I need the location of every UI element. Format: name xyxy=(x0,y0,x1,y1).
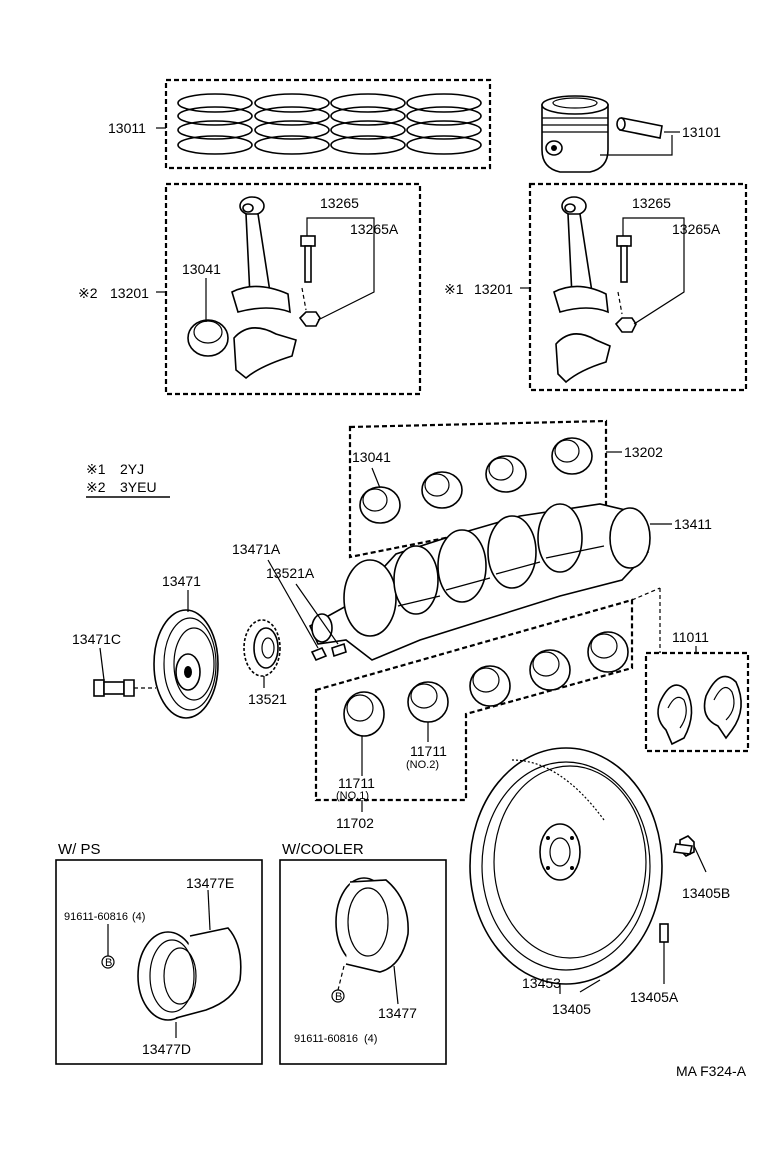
connecting-rod-right: 13265 13265A ※1 13201 xyxy=(444,182,748,392)
label-13041-left: 13041 xyxy=(182,261,221,277)
flywheel: 13405B 13453 13405 13405A xyxy=(469,747,730,1017)
bolt-ps-number: 91611-60816 xyxy=(64,911,128,923)
label-13201-right: 13201 xyxy=(474,281,513,297)
connecting-rod-left: 13265 13265A 13041 ※2 13201 xyxy=(78,182,422,396)
b-mark-ps: B xyxy=(105,957,112,969)
label-11711-no2: 11711 xyxy=(410,743,447,759)
label-11702: 11702 xyxy=(336,815,374,831)
label-13041-bearing: 13041 xyxy=(352,449,391,465)
crankshaft: 13411 xyxy=(308,503,712,661)
crankshaft-pulley: 13471 xyxy=(153,573,219,719)
main-bearing-set-lower: 11711 (NO.2) 11711 (NO.1) 11702 xyxy=(314,598,634,831)
label-no2: (NO.2) xyxy=(406,759,439,771)
label-13405B: 13405B xyxy=(682,885,730,901)
power-steering-inset: W/ PS B 13477E 91611-60816 (4) 13477D xyxy=(55,841,263,1065)
legend-engine-1: 2YJ xyxy=(120,461,144,477)
inset-title-cooler: W/COOLER xyxy=(282,841,364,858)
label-13453: 13453 xyxy=(522,975,561,991)
label-11711-no1: 11711 xyxy=(338,775,375,791)
inset-title-ps: W/ PS xyxy=(58,841,101,858)
engine-legend: ※1 2YJ ※2 3YEU xyxy=(86,461,170,498)
label-13011: 13011 xyxy=(108,120,146,136)
bolt-cooler-qty: (4) xyxy=(364,1033,377,1045)
bolt-ps-qty: (4) xyxy=(132,911,145,923)
piston-ring-set: 13011 xyxy=(108,78,492,170)
mark-1-right: ※1 xyxy=(444,281,464,297)
label-11011: 11011 xyxy=(672,629,709,645)
pulley-bolt: 13471C xyxy=(72,631,156,697)
label-13265A-left: 13265A xyxy=(350,221,399,237)
piston-with-pin: 13101 xyxy=(541,95,721,173)
mark-2-left: ※2 xyxy=(78,285,98,301)
label-13202: 13202 xyxy=(624,444,663,460)
cooler-inset: W/COOLER B 13477 91611-60816 (4) xyxy=(279,841,447,1065)
label-13477D: 13477D xyxy=(142,1041,191,1057)
label-13265-right: 13265 xyxy=(632,195,671,211)
crank-bearing-set-upper: 13202 13041 xyxy=(348,419,663,559)
crank-keys: 13471A 13521A xyxy=(232,541,347,662)
label-13477: 13477 xyxy=(378,1005,417,1021)
label-13521: 13521 xyxy=(248,691,287,707)
bolt-cooler-number: 91611-60816 xyxy=(294,1033,358,1045)
legend-engine-2: 3YEU xyxy=(120,479,157,495)
label-13521A: 13521A xyxy=(266,565,315,581)
label-13471C: 13471C xyxy=(72,631,121,647)
label-13405: 13405 xyxy=(552,1001,591,1017)
label-13201-left: 13201 xyxy=(110,285,149,301)
label-13265-left: 13265 xyxy=(320,195,359,211)
diagram-code: MA F324-A xyxy=(676,1063,747,1079)
legend-mark-1: ※1 xyxy=(86,461,106,477)
crankshaft-timing-gear: 13521 xyxy=(243,619,287,707)
label-13411: 13411 xyxy=(674,516,712,532)
b-mark-cooler: B xyxy=(335,991,342,1003)
legend-mark-2: ※2 xyxy=(86,479,106,495)
label-13405A: 13405A xyxy=(630,989,679,1005)
thrust-washer-set: 11011 xyxy=(631,587,750,753)
label-13471A: 13471A xyxy=(232,541,281,557)
label-13471: 13471 xyxy=(162,573,201,589)
label-13265A-right: 13265A xyxy=(672,221,721,237)
label-no1: (NO.1) xyxy=(336,790,369,802)
label-13101: 13101 xyxy=(682,124,721,140)
label-13477E: 13477E xyxy=(186,875,234,891)
